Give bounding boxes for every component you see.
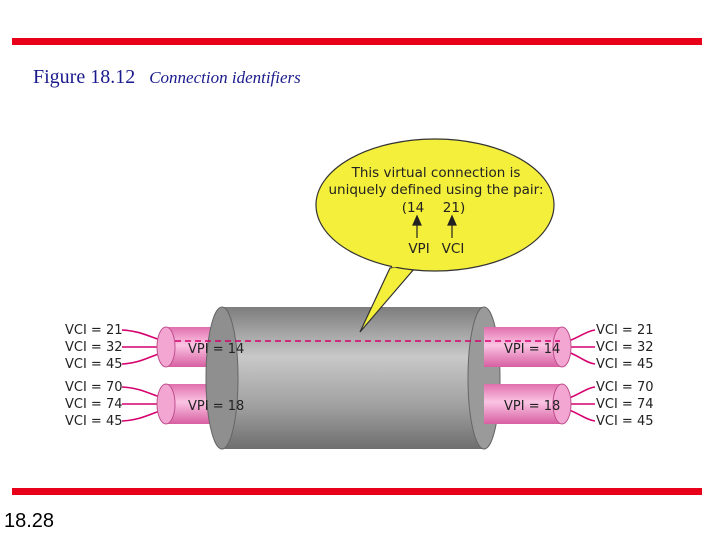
figure-number: Figure 18.12 xyxy=(33,66,136,88)
callout-pair-vpi: (14 xyxy=(402,200,424,216)
callout-bubble xyxy=(315,138,555,333)
figure-title: Figure 18.12 Connection identifiers xyxy=(33,66,301,89)
callout-line-1: This virtual connection is xyxy=(351,165,521,181)
vci-label: VCI = 74 xyxy=(65,397,123,412)
top-red-rule xyxy=(12,38,702,45)
vci-label: VCI = 45 xyxy=(65,357,123,372)
vci-label: VCI = 74 xyxy=(596,397,654,412)
vci-label: VCI = 32 xyxy=(65,340,123,355)
callout-label-vci: VCI xyxy=(442,241,465,257)
right-vci-labels: VCI = 21 VCI = 32 VCI = 45 VCI = 70 VCI … xyxy=(596,323,654,429)
transmission-path-cable xyxy=(205,306,501,450)
vci-label: VCI = 70 xyxy=(596,380,654,395)
callout-pair-vci: 21) xyxy=(443,200,465,216)
left-vci-labels: VCI = 21 VCI = 32 VCI = 45 VCI = 70 VCI … xyxy=(65,323,123,429)
vpi-label-left-top: VPI = 14 xyxy=(188,342,244,357)
vci-label: VCI = 21 xyxy=(65,323,123,338)
callout-label-vpi: VPI xyxy=(408,241,429,257)
page-number: 18.28 xyxy=(4,510,55,532)
vpi-label-left-bottom: VPI = 18 xyxy=(188,399,244,414)
right-vp-tube-top xyxy=(484,326,572,368)
vpi-label-right-top: VPI = 14 xyxy=(504,342,560,357)
vci-label: VCI = 21 xyxy=(596,323,654,338)
vci-label: VCI = 32 xyxy=(596,340,654,355)
callout-arrows xyxy=(412,214,457,238)
vci-label: VCI = 45 xyxy=(596,414,654,429)
callout-line-2: uniquely defined using the pair: xyxy=(328,182,543,198)
bottom-red-rule xyxy=(12,488,702,495)
vci-label: VCI = 45 xyxy=(65,414,123,429)
figure-caption: Connection identifiers xyxy=(149,68,301,87)
vpi-label-right-bottom: VPI = 18 xyxy=(504,399,560,414)
right-vp-tube-bottom xyxy=(484,383,572,425)
vci-label: VCI = 70 xyxy=(65,380,123,395)
vci-label: VCI = 45 xyxy=(596,357,654,372)
